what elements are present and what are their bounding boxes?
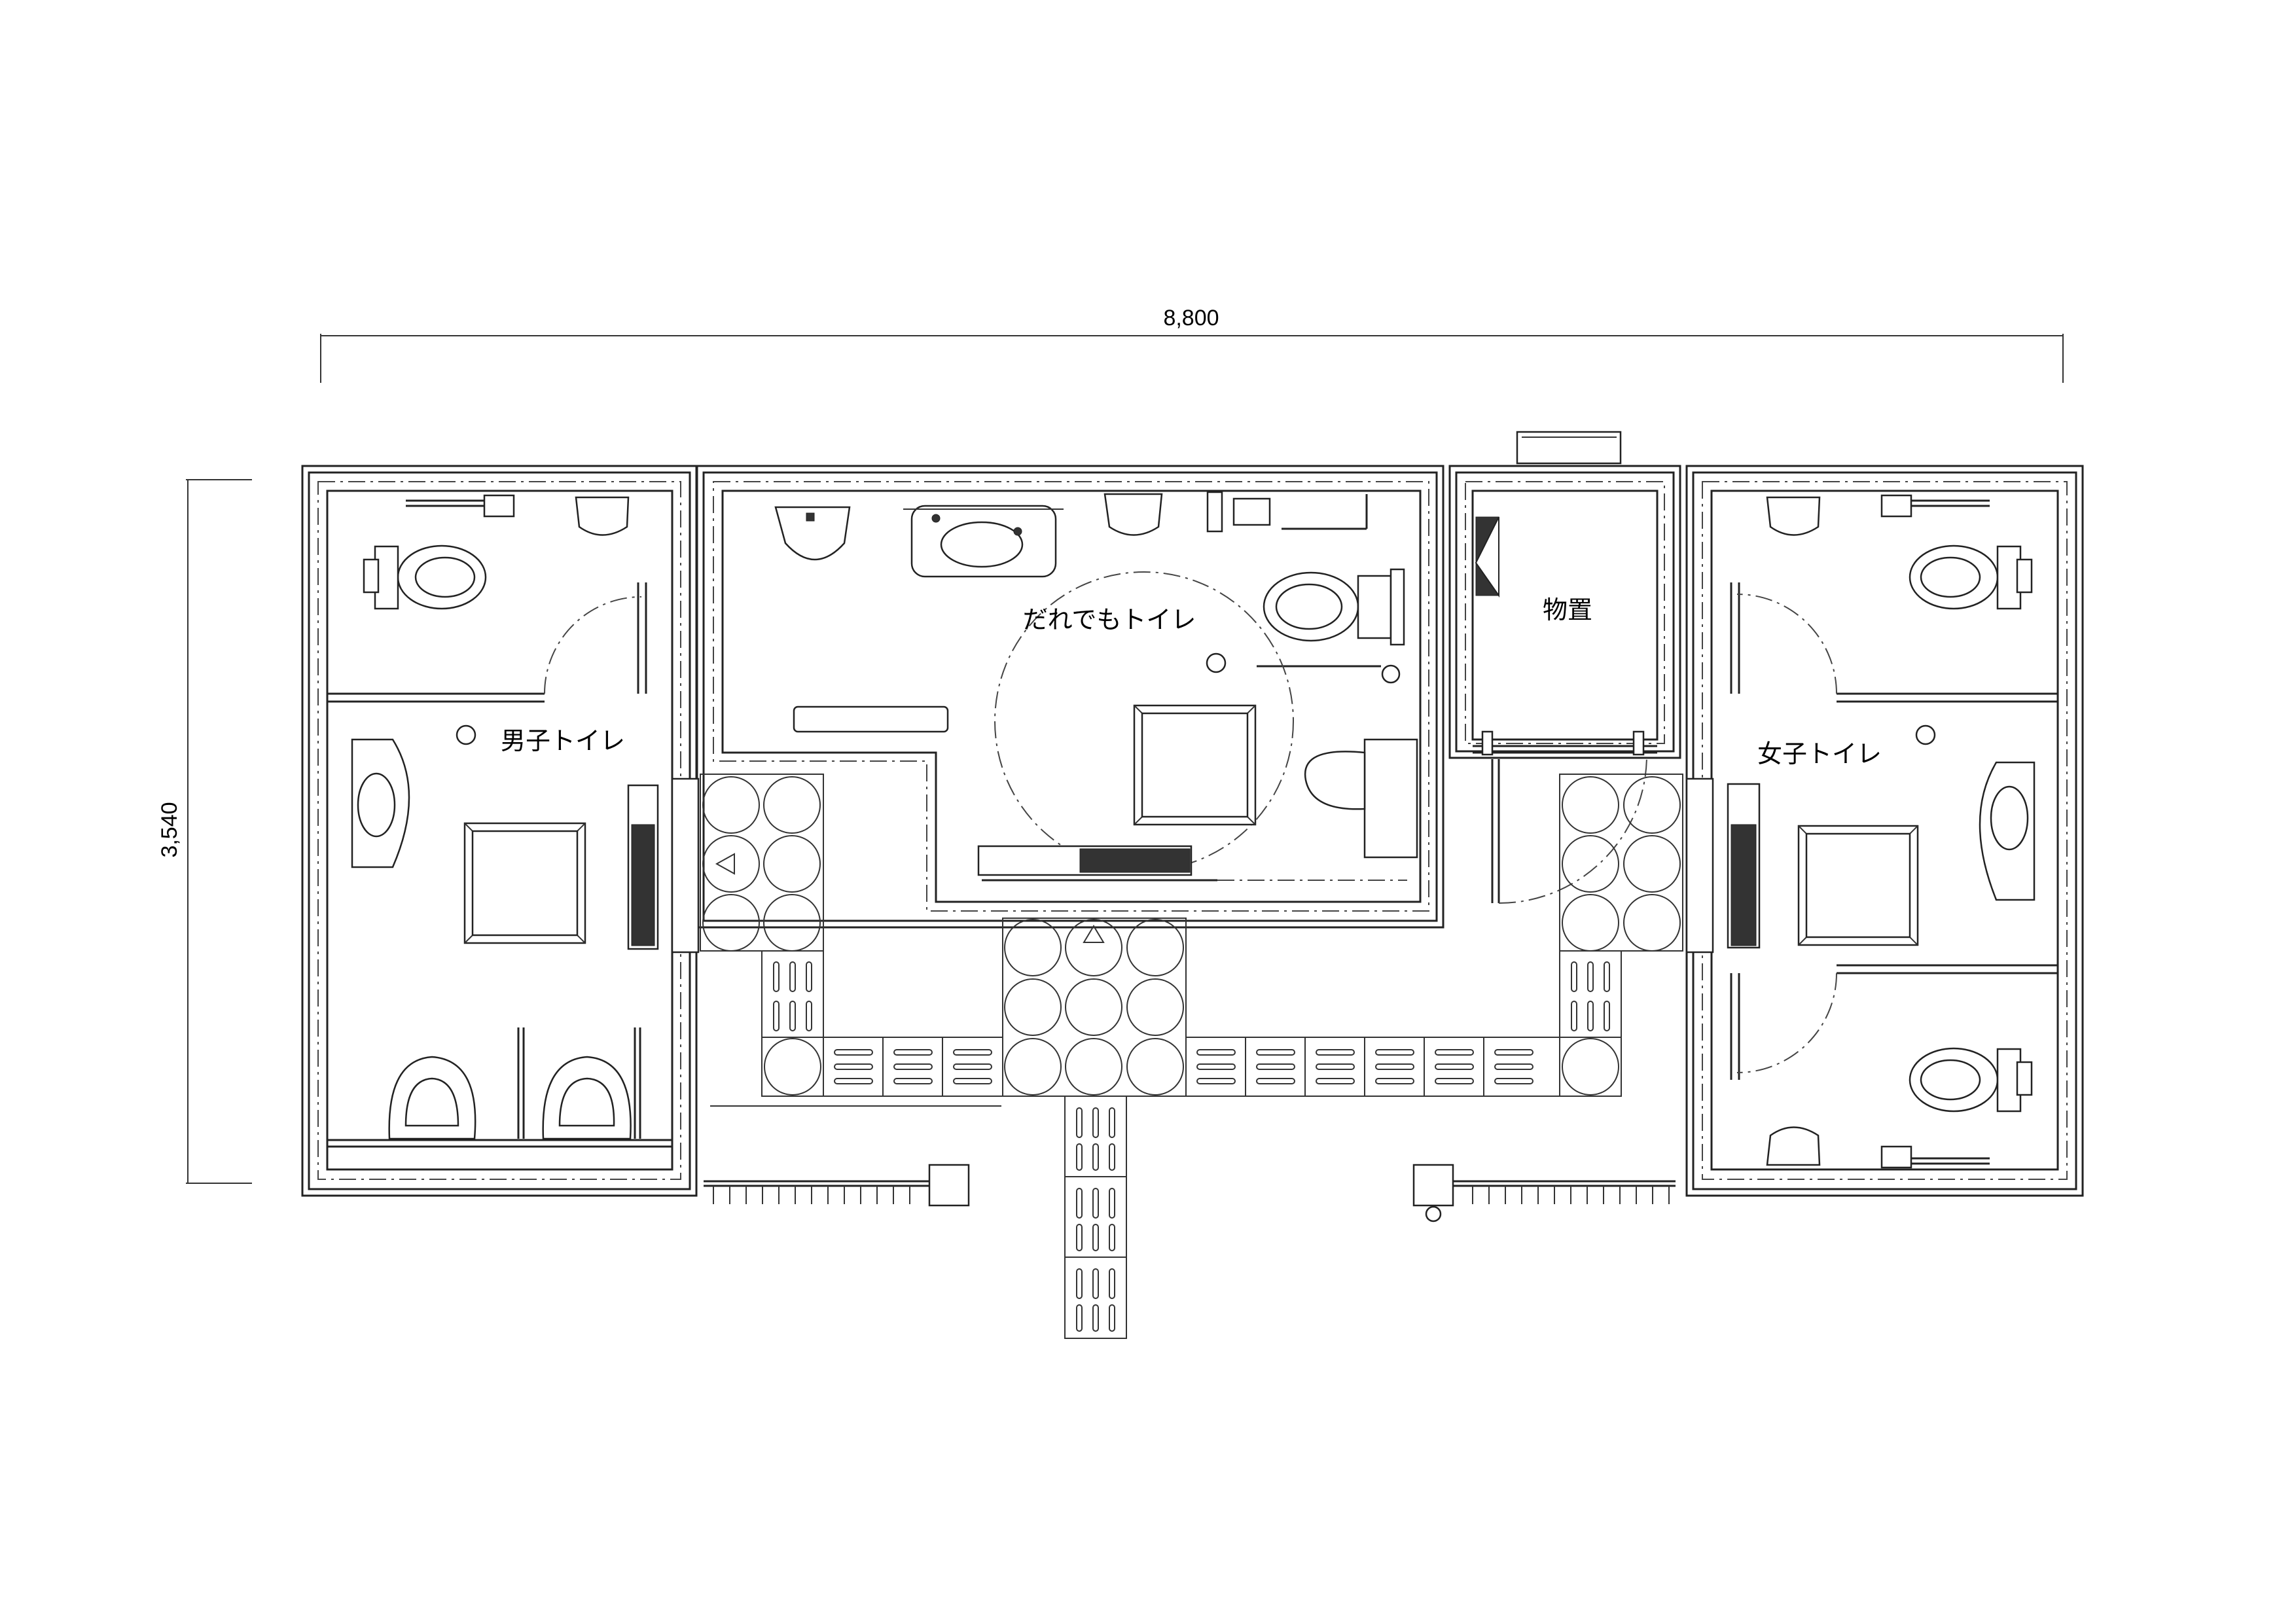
- dimension-width: 8,800: [320, 306, 2064, 383]
- womens-toilet-interior: [1685, 494, 2058, 1169]
- room-label-mens: 男子トイレ: [501, 726, 625, 755]
- fences: [704, 1105, 1676, 1222]
- tactile-paving: [700, 774, 1683, 1339]
- mens-toilet-interior: [327, 494, 700, 1148]
- room-label-universal: だれでもトイレ: [1023, 605, 1196, 634]
- building-walls: [301, 431, 2084, 1197]
- dimension-depth: 3,540: [157, 479, 252, 1184]
- dimension-depth-label: 3,540: [157, 802, 182, 857]
- room-label-womens: 女子トイレ: [1757, 740, 1882, 768]
- dimension-width-label: 8,800: [1163, 306, 1219, 330]
- storage-interior: [1473, 516, 1657, 904]
- universal-toilet-interior: [713, 481, 1429, 912]
- room-label-storage: 物置: [1543, 596, 1592, 624]
